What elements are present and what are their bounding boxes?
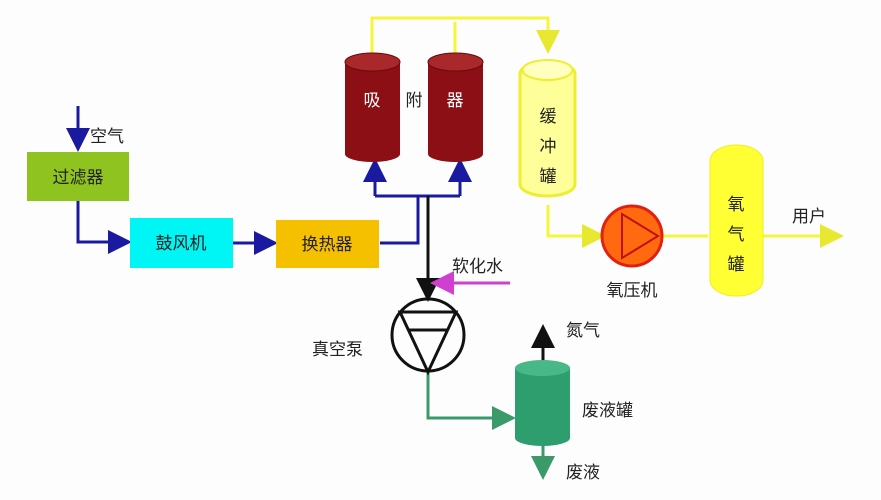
adsorber-label-3: 器 [447, 91, 464, 111]
filter-box [27, 152, 129, 201]
buffer-label-1: 缓 [540, 107, 557, 127]
blower-label: 鼓风机 [156, 234, 207, 254]
oxygen-tank-label-1: 氧 [728, 195, 745, 215]
oxygen-tank [709, 144, 764, 297]
adsorber-2 [427, 52, 484, 162]
soft-water-label: 软化水 [452, 257, 503, 277]
heat-exchanger-box [276, 220, 379, 268]
adsorber-label-1: 吸 [364, 91, 381, 111]
air-label: 空气 [90, 127, 124, 147]
oxygen-tank-label-3: 罐 [728, 255, 745, 275]
waste-tank [515, 360, 570, 446]
buffer-label-2: 冲 [540, 137, 557, 157]
buffer-label-3: 罐 [540, 167, 557, 187]
oxygen-compressor [600, 204, 664, 268]
blower-box [130, 218, 233, 268]
vacuum-pump [390, 297, 466, 376]
waste-tank-label: 废液罐 [582, 401, 633, 421]
heat-exchanger-label: 换热器 [302, 235, 353, 255]
air-lines [66, 106, 472, 255]
waste-liquid-label: 废液 [566, 463, 600, 483]
vacuum-pump-label: 真空泵 [312, 340, 363, 360]
user-label: 用户 [792, 207, 826, 227]
oxygen-tank-label-2: 气 [728, 225, 745, 245]
oxygen-lines [370, 16, 844, 248]
waste-lines [426, 372, 555, 480]
adsorber-1 [344, 52, 401, 162]
compressor-label: 氧压机 [607, 281, 658, 301]
nitrogen-label: 氮气 [566, 321, 600, 341]
filter-label: 过滤器 [53, 168, 104, 188]
adsorber-label-2: 附 [406, 91, 423, 111]
buffer-tank [518, 59, 577, 198]
